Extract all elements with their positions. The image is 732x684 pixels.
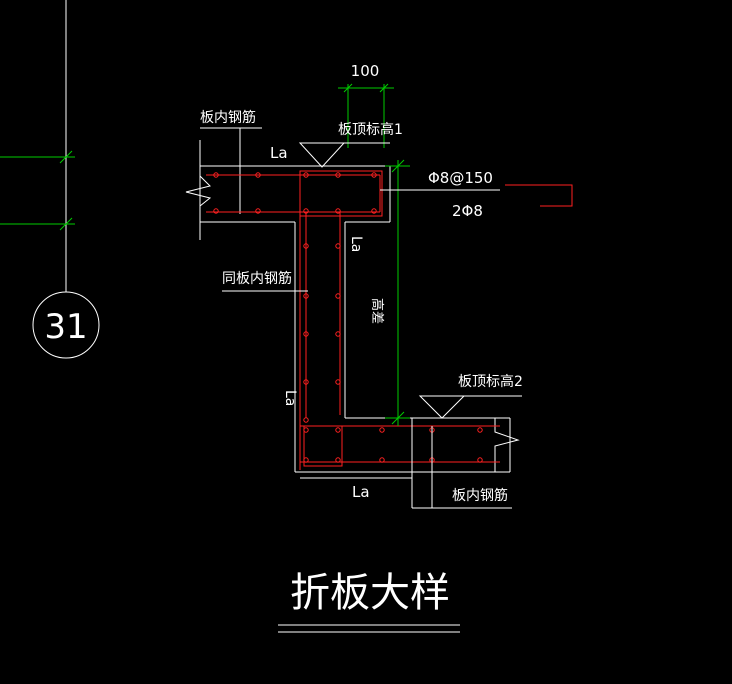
rebar-dot: [477, 457, 483, 463]
elevation-marker-2: 板顶标高2: [418, 373, 523, 419]
rebar-dot: [255, 208, 261, 214]
la-bottom-label: La: [352, 483, 370, 501]
rebar-dot: [303, 331, 309, 337]
rebar-dot: [303, 243, 309, 249]
la-vertical-left-label: La: [282, 390, 298, 406]
bottom-callouts: La 板内钢筋: [300, 418, 512, 509]
rebar-dot: [255, 172, 261, 178]
red-leader-arrow: [505, 184, 573, 207]
same-rebar-label: 同板内钢筋: [222, 270, 292, 287]
slab-rebar-left-callout: 板内钢筋 La: [200, 109, 288, 214]
rebar-dot: [371, 172, 377, 178]
rebar-dot: [335, 427, 341, 433]
rebar-dot: [477, 427, 483, 433]
drawing-title-block: 折板大样: [278, 570, 460, 633]
left-dimension-lines: [0, 150, 75, 231]
slab-top-elev-2-label: 板顶标高2: [458, 373, 523, 390]
rebar-dot: [371, 208, 377, 214]
rebar-dot: [335, 293, 341, 299]
height-diff-dimension: [385, 159, 410, 426]
la-top-label: La: [270, 144, 288, 162]
rebar-dot: [303, 208, 309, 214]
rebar-dot: [335, 331, 341, 337]
longitudinal-label: 2Φ8: [452, 202, 483, 220]
elevation-marker-1: 板顶标高1: [298, 121, 403, 168]
rebar-dot-group: [213, 172, 483, 463]
rebar-dot: [335, 243, 341, 249]
rebar-dot: [213, 172, 219, 178]
rebar-dot: [303, 172, 309, 178]
rebar-dot: [303, 427, 309, 433]
stirrup-label: Φ8@150: [428, 169, 493, 187]
rebar-dot: [335, 457, 341, 463]
la-vertical-right-label: La: [348, 236, 364, 252]
top-dimension-100: 100: [338, 62, 394, 148]
dimension-100-text: 100: [351, 62, 380, 80]
rebar-dot: [303, 457, 309, 463]
rebar-dot: [335, 172, 341, 178]
rebar-dot: [379, 457, 385, 463]
slab-top-elev-1-label: 板顶标高1: [338, 121, 403, 138]
rebar-dot: [303, 293, 309, 299]
drawing-title: 折板大样: [290, 570, 450, 616]
same-rebar-callout: 同板内钢筋: [222, 270, 308, 292]
rebar-dot: [303, 379, 309, 385]
rebar-dot: [335, 379, 341, 385]
rebar-dot: [303, 417, 309, 423]
grid-bubble-label: 31: [44, 307, 87, 347]
concrete-outline: [185, 140, 520, 473]
slab-rebar-left-label: 板内钢筋: [200, 109, 256, 126]
rebar-dot: [213, 208, 219, 214]
grid-axis-31: 31: [32, 0, 100, 359]
height-diff-label: 高差: [369, 298, 385, 324]
rebar-dot: [335, 208, 341, 214]
slab-rebar-right-label: 板内钢筋: [452, 487, 508, 504]
rebar-dot: [379, 427, 385, 433]
stirrup-callout: Φ8@150 2Φ8: [380, 169, 573, 220]
